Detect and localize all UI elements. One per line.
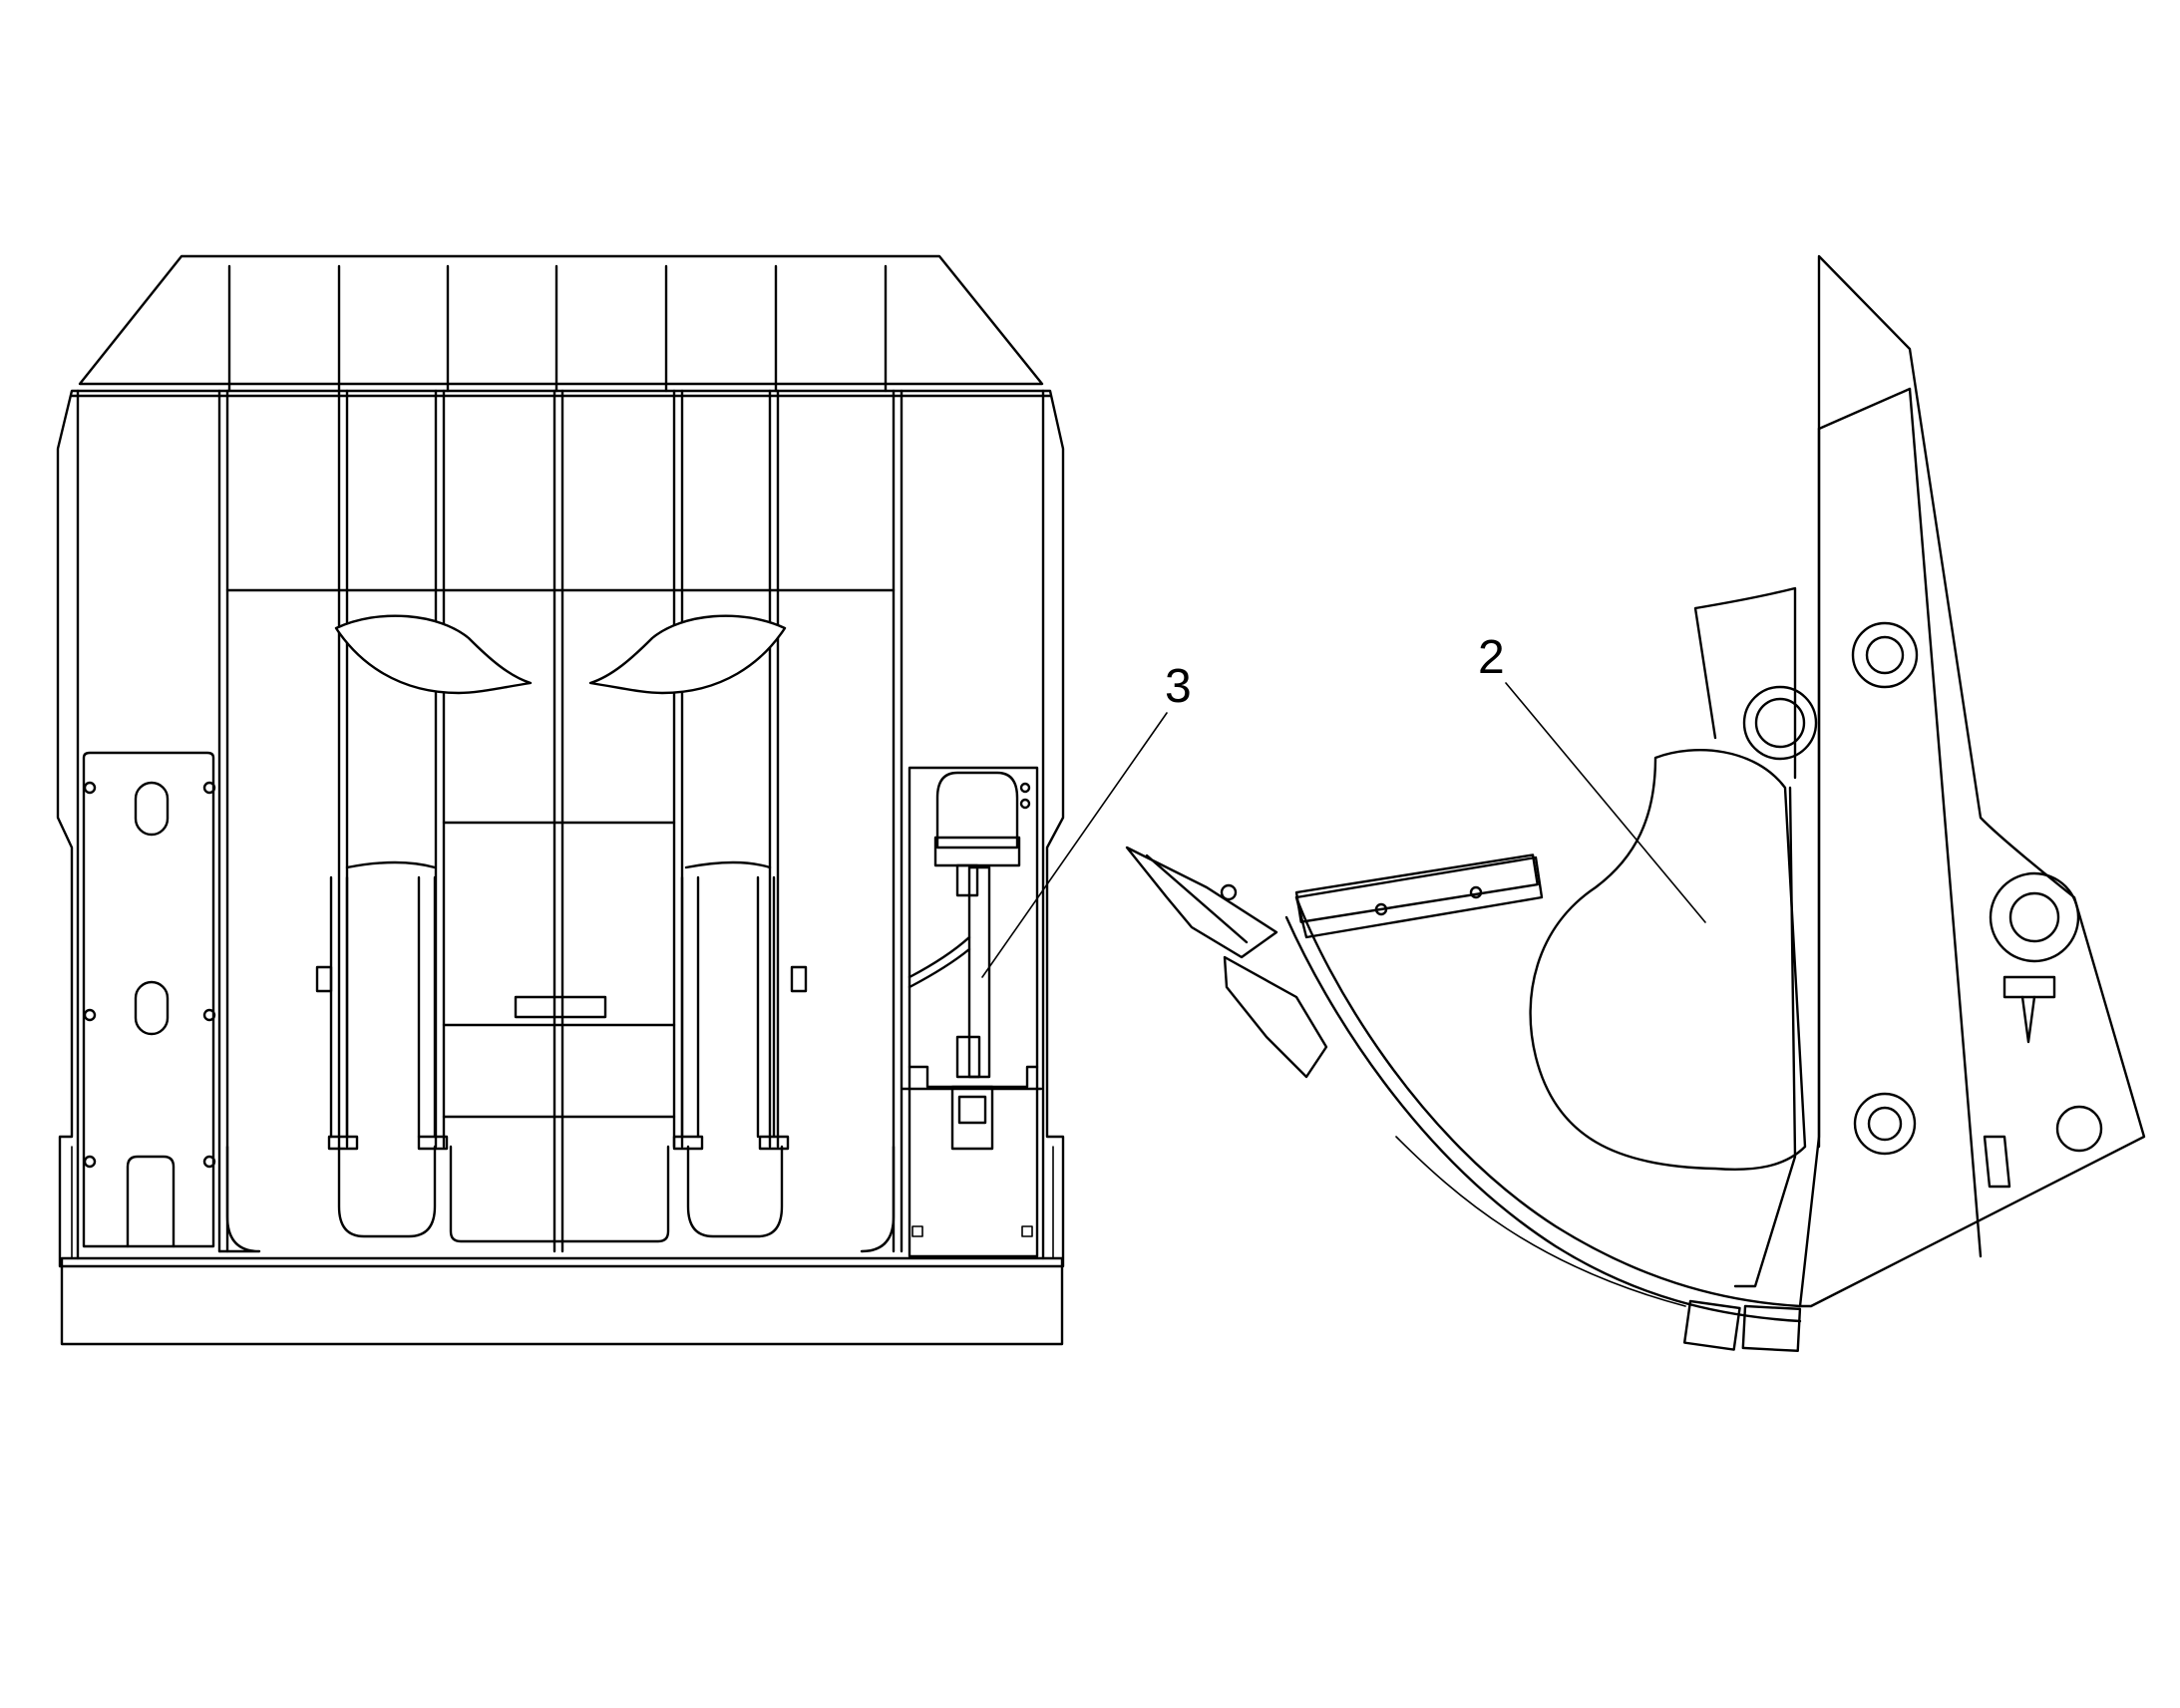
upper-bar (1294, 855, 1544, 939)
callout-3: 3 (1165, 660, 1192, 713)
grapple-tines (217, 389, 904, 1253)
jaw-upper-arm (1693, 586, 1797, 780)
top-ribs (227, 264, 888, 393)
wear-block-2 (1741, 1304, 1802, 1353)
left-cutout (217, 1145, 261, 1253)
jaw-plate (1529, 749, 1807, 1171)
gusset-right (588, 614, 787, 695)
wear-block-1 (1682, 1299, 1741, 1351)
bucket-side-view (1125, 254, 2146, 1353)
bucket-front-view (56, 254, 1168, 1346)
leader-line-3 (981, 712, 1168, 978)
gusset-left (334, 614, 533, 695)
side-frame-top-edge (1817, 387, 1912, 431)
pivot-bracket-right (672, 860, 808, 1238)
side-tine-curve (1294, 895, 1802, 1308)
right-cutout (860, 1145, 896, 1253)
bucket-top-panel (78, 254, 1044, 386)
center-handle (514, 995, 607, 1019)
tooth-adapter (1223, 955, 1328, 1079)
tooth-pin (1220, 883, 1238, 901)
pivot-bracket-left (315, 860, 449, 1238)
left-side-plate (82, 751, 216, 1248)
bucket-front-body (56, 389, 1065, 1268)
tooth-ridge (1145, 854, 1249, 944)
callout-2: 2 (1478, 631, 1505, 684)
side-tine-hatch (1395, 1136, 1686, 1307)
side-tine-curve-outer (1284, 915, 1802, 1323)
side-frame-diag (1908, 387, 1983, 1258)
leader-line-2 (1505, 682, 1706, 923)
jaw-edge (1733, 786, 1797, 1288)
hydraulic-cylinder (901, 766, 1043, 1258)
center-cutout (449, 1145, 670, 1243)
side-pivot-bosses (1742, 621, 2103, 1189)
cutting-edge (60, 1256, 1064, 1346)
